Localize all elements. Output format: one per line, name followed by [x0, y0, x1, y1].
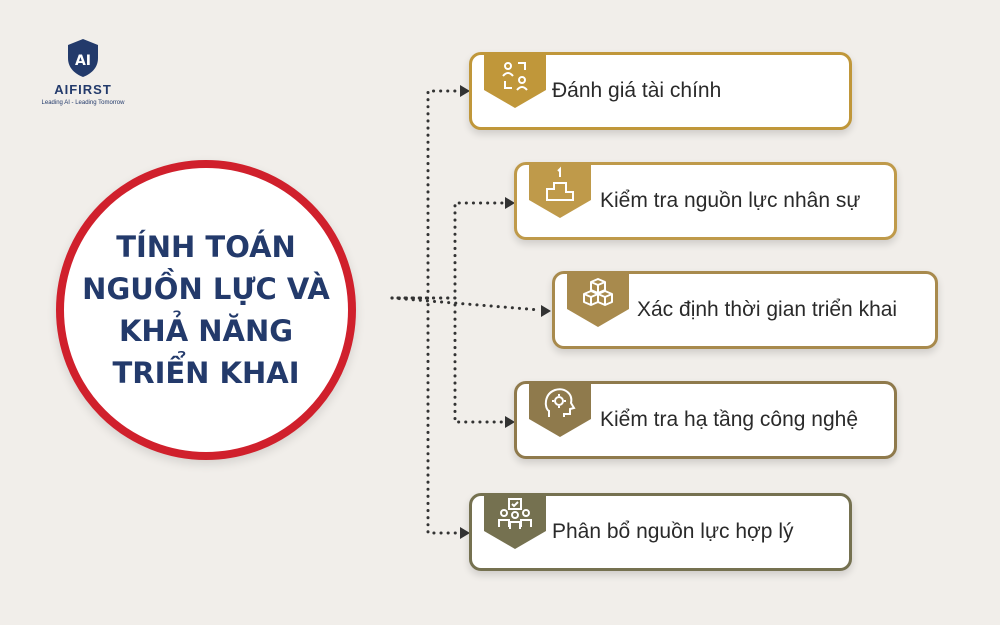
center-title-line-3: KHẢ NĂNG	[118, 314, 294, 348]
connector-2	[396, 201, 507, 300]
connector-5	[390, 296, 462, 535]
arrowhead-5	[460, 527, 470, 539]
brand-name: AIFIRST	[54, 82, 112, 97]
podium-icon	[529, 162, 591, 218]
item-label-financial-evaluation: Đánh giá tài chính	[552, 79, 722, 102]
item-tech-infrastructure: Kiểm tra hạ tầng công nghệ	[514, 381, 897, 459]
item-label-tech-infrastructure: Kiểm tra hạ tầng công nghệ	[600, 408, 859, 431]
finance-people-icon	[484, 52, 546, 108]
shield-logo-icon: AI	[68, 39, 98, 77]
head-gear-icon	[529, 381, 591, 437]
brand-tagline: Leading AI - Leading Tomorrow	[41, 100, 125, 106]
item-hr-check: Kiểm tra nguồn lực nhân sự	[514, 162, 897, 240]
team-allocation-icon	[484, 493, 546, 549]
item-label-resource-allocation: Phân bổ nguồn lực hợp lý	[552, 520, 794, 543]
arrowhead-3	[541, 305, 551, 317]
item-label-hr-check: Kiểm tra nguồn lực nhân sự	[600, 189, 861, 212]
arrowhead-4	[505, 416, 515, 428]
center-topic-circle: TÍNH TOÁN NGUỒN LỰC VÀ KHẢ NĂNG TRIỂN KH…	[56, 160, 356, 460]
item-timeline: Xác định thời gian triển khai	[552, 271, 938, 349]
logo-monogram: AI	[75, 53, 91, 69]
item-label-timeline: Xác định thời gian triển khai	[637, 298, 898, 321]
arrowhead-1	[460, 85, 470, 97]
center-title-line-1: TÍNH TOÁN	[116, 230, 296, 264]
connector-1	[390, 89, 462, 300]
connector-4	[396, 296, 507, 424]
item-financial-evaluation: Đánh giá tài chính	[469, 52, 852, 130]
center-title-line-2: NGUỒN LỰC VÀ	[82, 272, 330, 306]
center-title: TÍNH TOÁN NGUỒN LỰC VÀ KHẢ NĂNG TRIỂN KH…	[81, 226, 331, 394]
arrowhead-2	[505, 197, 515, 209]
item-resource-allocation: Phân bổ nguồn lực hợp lý	[469, 493, 852, 571]
center-title-line-4: TRIỂN KHAI	[112, 356, 300, 390]
aifirst-logo: AI AIFIRST Leading AI - Leading Tomorrow	[28, 38, 138, 106]
cubes-icon	[567, 271, 629, 327]
connector-3	[390, 296, 542, 312]
